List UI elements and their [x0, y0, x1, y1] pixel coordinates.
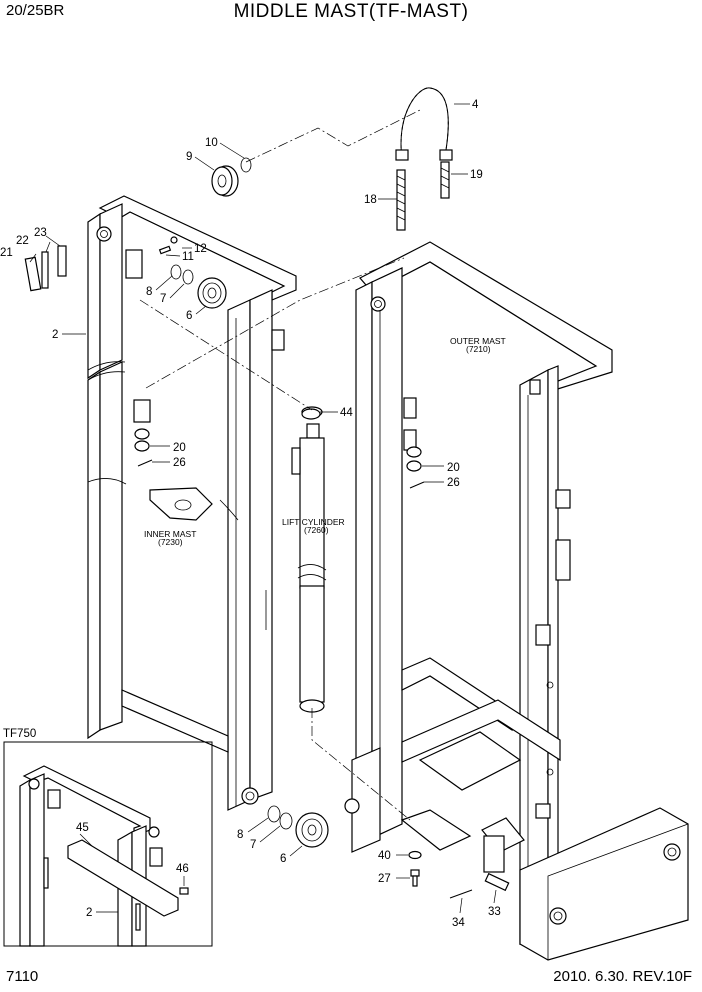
callout-20-right: 20	[447, 462, 460, 474]
outer-mast	[344, 241, 689, 961]
shim-8-lower	[267, 805, 281, 823]
callout-10: 10	[205, 137, 218, 149]
model-code: 20/25BR	[6, 2, 65, 19]
callout-2-main: 2	[52, 329, 58, 341]
sheave-9	[211, 165, 239, 197]
shim-8-upper	[170, 264, 182, 280]
strip-21	[24, 256, 42, 292]
callout-33: 33	[488, 906, 501, 918]
callout-7-upper: 7	[160, 293, 166, 305]
pin-34	[449, 889, 473, 899]
roller-bearing-6-lower	[295, 812, 329, 848]
callout-numbers: 4 10 9 19 18 23 22 21 12 11 8 7 6 2 44 2…	[0, 99, 501, 929]
callout-20-left: 20	[173, 442, 186, 454]
callout-45: 45	[76, 822, 89, 834]
page-number: 7110	[6, 968, 39, 985]
anchor-bolt-19	[440, 161, 450, 199]
callout-46: 46	[176, 863, 189, 875]
callout-8-upper: 8	[146, 286, 152, 298]
lift-chain	[395, 87, 453, 161]
inset-tf750: TF750 45 46 2	[3, 728, 213, 947]
inset-label: TF750	[3, 728, 36, 740]
callout-44: 44	[340, 407, 353, 419]
split-pin-26-left	[137, 459, 153, 467]
callout-12: 12	[194, 243, 207, 255]
callout-22: 22	[16, 235, 29, 247]
lift-cylinder-ref: (7260)	[304, 525, 329, 535]
snap-ring-10	[240, 157, 252, 173]
callout-4: 4	[472, 99, 479, 111]
nut-20-left	[134, 428, 150, 452]
callout-9: 9	[186, 151, 192, 163]
page-title: MIDDLE MAST(TF-MAST)	[233, 1, 469, 22]
inner-mast	[87, 195, 297, 811]
bolt-12	[170, 236, 178, 244]
anchor-bolt-18	[396, 169, 406, 231]
callout-27: 27	[378, 873, 391, 885]
callout-7-lower: 7	[250, 839, 256, 851]
leader-lines	[29, 103, 497, 914]
outer-mast-label: OUTER MAST	[450, 336, 506, 346]
revision-date: 2010. 6.30. REV.10F	[553, 968, 692, 985]
outer-mast-ref: (7210)	[466, 344, 491, 354]
roller-bearing-6-upper	[197, 277, 227, 309]
callout-2-inset: 2	[86, 907, 92, 919]
callout-34: 34	[452, 917, 465, 929]
inner-mast-label: INNER MAST	[144, 529, 196, 539]
callout-26-left: 26	[173, 457, 186, 469]
pin-33	[484, 872, 510, 892]
inner-mast-ref: (7230)	[158, 537, 183, 547]
shim-7-upper	[182, 269, 194, 285]
callout-40: 40	[378, 850, 391, 862]
callout-26-right: 26	[447, 477, 460, 489]
callout-11: 11	[182, 251, 194, 263]
strip-22	[41, 251, 49, 289]
lift-cylinder	[291, 406, 327, 713]
callout-8-lower: 8	[237, 829, 243, 841]
nut-20-right	[406, 446, 422, 472]
callout-23: 23	[34, 227, 47, 239]
callout-19: 19	[470, 169, 483, 181]
pin-11	[158, 245, 172, 255]
callout-21: 21	[0, 247, 13, 259]
bolt-27	[410, 869, 420, 887]
packing-44	[301, 408, 321, 420]
shim-7-lower	[279, 812, 293, 830]
lift-cylinder-label: LIFT CYLINDER	[282, 517, 345, 527]
split-pin-26-right	[409, 481, 425, 489]
strip-23	[57, 245, 67, 277]
washer-40	[408, 850, 422, 860]
callout-6-lower: 6	[280, 853, 286, 865]
callout-6-upper: 6	[186, 310, 192, 322]
assembly-labels: OUTER MAST (7210) INNER MAST (7230) LIFT…	[144, 336, 506, 547]
callout-18: 18	[364, 194, 377, 206]
